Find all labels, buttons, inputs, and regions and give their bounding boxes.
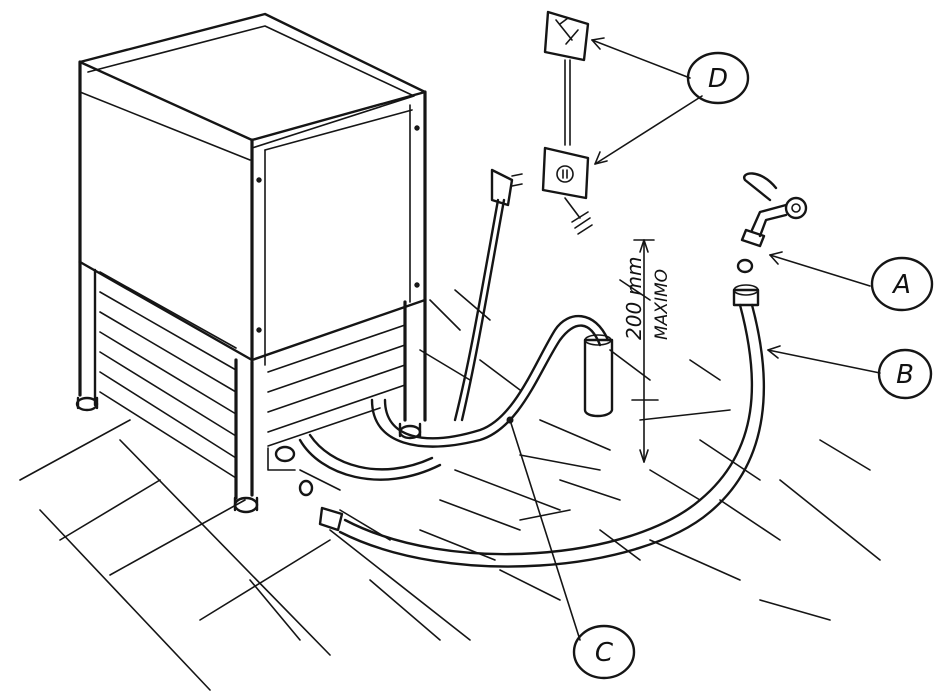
power-cord xyxy=(453,168,523,422)
water-inlet-hose xyxy=(298,284,766,568)
water-tap xyxy=(736,172,808,274)
dimension-value: 200 mm xyxy=(622,257,646,341)
callout-b-label: B xyxy=(896,360,914,390)
leader-lines xyxy=(509,37,881,641)
callout-c: C xyxy=(572,624,636,680)
callout-d-label: D xyxy=(708,64,728,94)
callout-d: D xyxy=(686,51,750,105)
dimension-qualifier: MAXIMO xyxy=(652,269,672,340)
callout-a-label: A xyxy=(891,270,911,300)
callout-a: A xyxy=(870,256,934,312)
height-dimension-line xyxy=(631,239,659,463)
ice-machine-cabinet xyxy=(75,12,427,514)
floor-tiles xyxy=(19,279,881,691)
drain-hose xyxy=(298,315,614,481)
callout-b: B xyxy=(877,348,933,400)
wall-switch-and-socket xyxy=(541,10,593,235)
callout-c-label: C xyxy=(595,638,614,668)
